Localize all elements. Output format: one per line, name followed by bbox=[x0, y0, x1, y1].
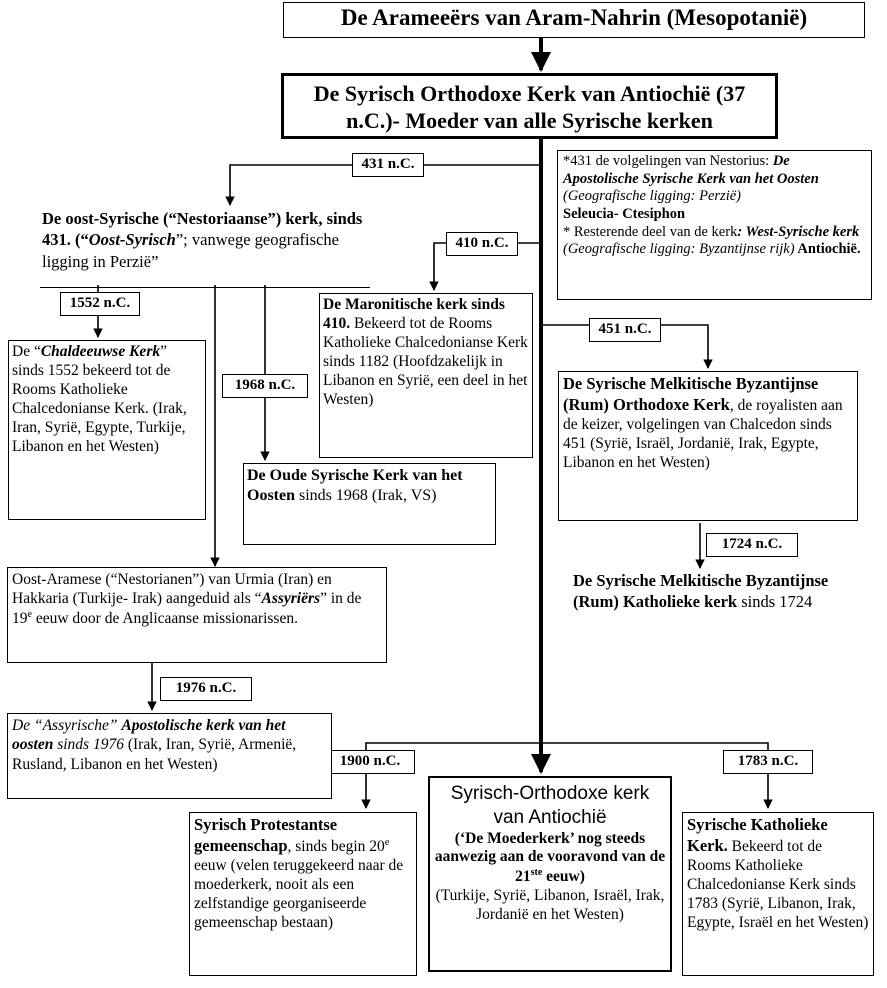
protestant-sup: e bbox=[384, 836, 390, 848]
date-1976: 1976 n.C. bbox=[160, 677, 252, 701]
urmia-text-2: Assyriërs bbox=[261, 590, 321, 608]
assyrian-text-3: sinds 1976 bbox=[53, 736, 124, 754]
date-1552: 1552 n.C. bbox=[60, 292, 140, 316]
melkitecath-text-1: De Syrische Melkitische Byzantijnse (Rum… bbox=[573, 571, 829, 612]
note-text-1: *431 de volgelingen van Nestorius: bbox=[563, 153, 773, 169]
urmia-text-4: eeuw door de Anglicaanse missionarissen. bbox=[31, 609, 298, 627]
east-text-3: ”; vanwege geografische ligging in Perzi… bbox=[42, 230, 339, 271]
note-box: *431 de volgelingen van Nestorius: De Ap… bbox=[557, 150, 872, 300]
mother-church-title: De Syrisch Orthodoxe Kerk van Antiochië … bbox=[313, 81, 746, 133]
protestant-box: Syrisch Protestantse gemeenschap, sinds … bbox=[189, 812, 417, 976]
top-title: De Arameeërs van Aram-Nahrin (Mesopotani… bbox=[340, 5, 808, 30]
urmia-box: Oost-Aramese (“Nestorianen”) van Urmia (… bbox=[7, 567, 387, 663]
note-text-5: * Resterende deel van de kerk bbox=[563, 223, 738, 240]
note-text-2: De Apostolische Syrische Kerk van het Oo… bbox=[563, 153, 819, 187]
protestant-text-2: , sinds begin 20 bbox=[287, 837, 385, 855]
orthodox-text-2: (‘De Moederkerk’ nog steeds aanwezig aan… bbox=[434, 829, 666, 886]
old-east-box: De Oude Syrische Kerk van het Oosten sin… bbox=[243, 463, 496, 545]
chaldean-text-1: De “ bbox=[12, 343, 41, 360]
note-text-4: Seleucia- Ctesiphon bbox=[563, 206, 686, 223]
note-text-7: (Geografische ligging: Byzantijnse rijk) bbox=[563, 241, 795, 258]
chaldean-text-2: Chaldeeuwse Kerk bbox=[40, 343, 161, 360]
orthodox-text-4: (Turkije, Syrië, Libanon, Israël, Irak, … bbox=[435, 887, 665, 924]
arrow-1783 bbox=[541, 742, 773, 809]
assyrian-text-4: (Irak, Iran, Syrië, Armenië, Rusland, Li… bbox=[12, 736, 297, 773]
orthodox-title: Syrisch-Orthodoxe kerk van Antiochië bbox=[450, 783, 650, 828]
arrow-431 bbox=[225, 164, 541, 206]
maronite-text-1: De Maronitische kerk sinds 410. bbox=[323, 296, 505, 332]
date-1900: 1900 n.C. bbox=[325, 750, 415, 774]
urmia-text-3: ” in de 19 bbox=[12, 590, 362, 627]
melkite-orthodox-box: De Syrische Melkitische Byzantijnse (Rum… bbox=[558, 371, 858, 521]
date-410: 410 n.C. bbox=[446, 232, 518, 256]
date-431: 431 n.C. bbox=[352, 153, 424, 177]
orthodox-sup: ste bbox=[530, 867, 543, 879]
east-text-1: De oost-Syrische (“Nestoriaanse”) kerk, … bbox=[42, 209, 363, 250]
melkitecath-text-2: sinds 1724 bbox=[737, 592, 813, 612]
chaldean-box: De “Chaldeeuwse Kerk” sinds 1552 bekeerd… bbox=[8, 340, 206, 520]
orthodox-text-3: eeuw) bbox=[542, 868, 585, 886]
chaldean-text-3: ” sinds 1552 bekeerd tot de Rooms Kathol… bbox=[12, 343, 187, 455]
catholic-text-2: Bekeerd tot de Rooms Katholieke Chalcedo… bbox=[687, 837, 869, 931]
east-syrian-box: De oost-Syrische (“Nestoriaanse”) kerk, … bbox=[40, 208, 370, 288]
urmia-text-1: Oost-Aramese (“Nestorianen”) van Urmia (… bbox=[12, 571, 332, 608]
assyrian-box: De “Assyrische” Apostolische kerk van he… bbox=[7, 713, 332, 799]
note-text-3: (Geografische ligging: Perzië) bbox=[563, 188, 741, 205]
protestant-text-3: eeuw (velen teruggekeerd naar de moederk… bbox=[194, 856, 404, 931]
note-text-6: : West-Syrische kerk bbox=[737, 223, 860, 240]
mother-church-box: De Syrisch Orthodoxe Kerk van Antiochië … bbox=[281, 73, 778, 139]
melkite-text-2: , de royalisten aan de keizer, volgeling… bbox=[563, 396, 843, 471]
maronite-text-2: Bekeerd tot de Rooms Katholieke Chalcedo… bbox=[323, 314, 528, 408]
note-text-8: Antiochië. bbox=[794, 241, 861, 258]
melkite-catholic-box: De Syrische Melkitische Byzantijnse (Rum… bbox=[570, 570, 840, 645]
date-1968: 1968 n.C. bbox=[222, 374, 308, 398]
maronite-box: De Maronitische kerk sinds 410. Bekeerd … bbox=[319, 293, 533, 458]
protestant-text-1: Syrisch Protestantse gemeenschap bbox=[194, 815, 338, 855]
oldeast-text-2: sinds 1968 (Irak, VS) bbox=[295, 487, 437, 504]
catholic-box: Syrische Katholieke Kerk. Bekeerd tot de… bbox=[682, 812, 874, 976]
urmia-sup: e bbox=[27, 608, 32, 620]
assyrian-text-2: Apostolische kerk van het oosten bbox=[12, 717, 286, 754]
top-title-box: De Arameeërs van Aram-Nahrin (Mesopotani… bbox=[283, 2, 865, 38]
date-1724: 1724 n.C. bbox=[706, 533, 798, 557]
melkite-text-1: De Syrische Melkitische Byzantijnse (Rum… bbox=[563, 374, 819, 414]
assyrian-text-1: De “Assyrische” bbox=[12, 717, 122, 734]
east-text-2: Oost-Syrisch bbox=[88, 230, 176, 250]
date-1783: 1783 n.C. bbox=[723, 750, 813, 774]
catholic-text-1: Syrische Katholieke Kerk. bbox=[687, 815, 828, 855]
orthodox-box: Syrisch-Orthodoxe kerk van Antiochië (‘D… bbox=[428, 776, 672, 972]
oldeast-text-1: De Oude Syrische Kerk van het Oosten bbox=[247, 467, 463, 504]
arrow-1900 bbox=[361, 742, 541, 809]
date-451: 451 n.C. bbox=[589, 318, 661, 342]
